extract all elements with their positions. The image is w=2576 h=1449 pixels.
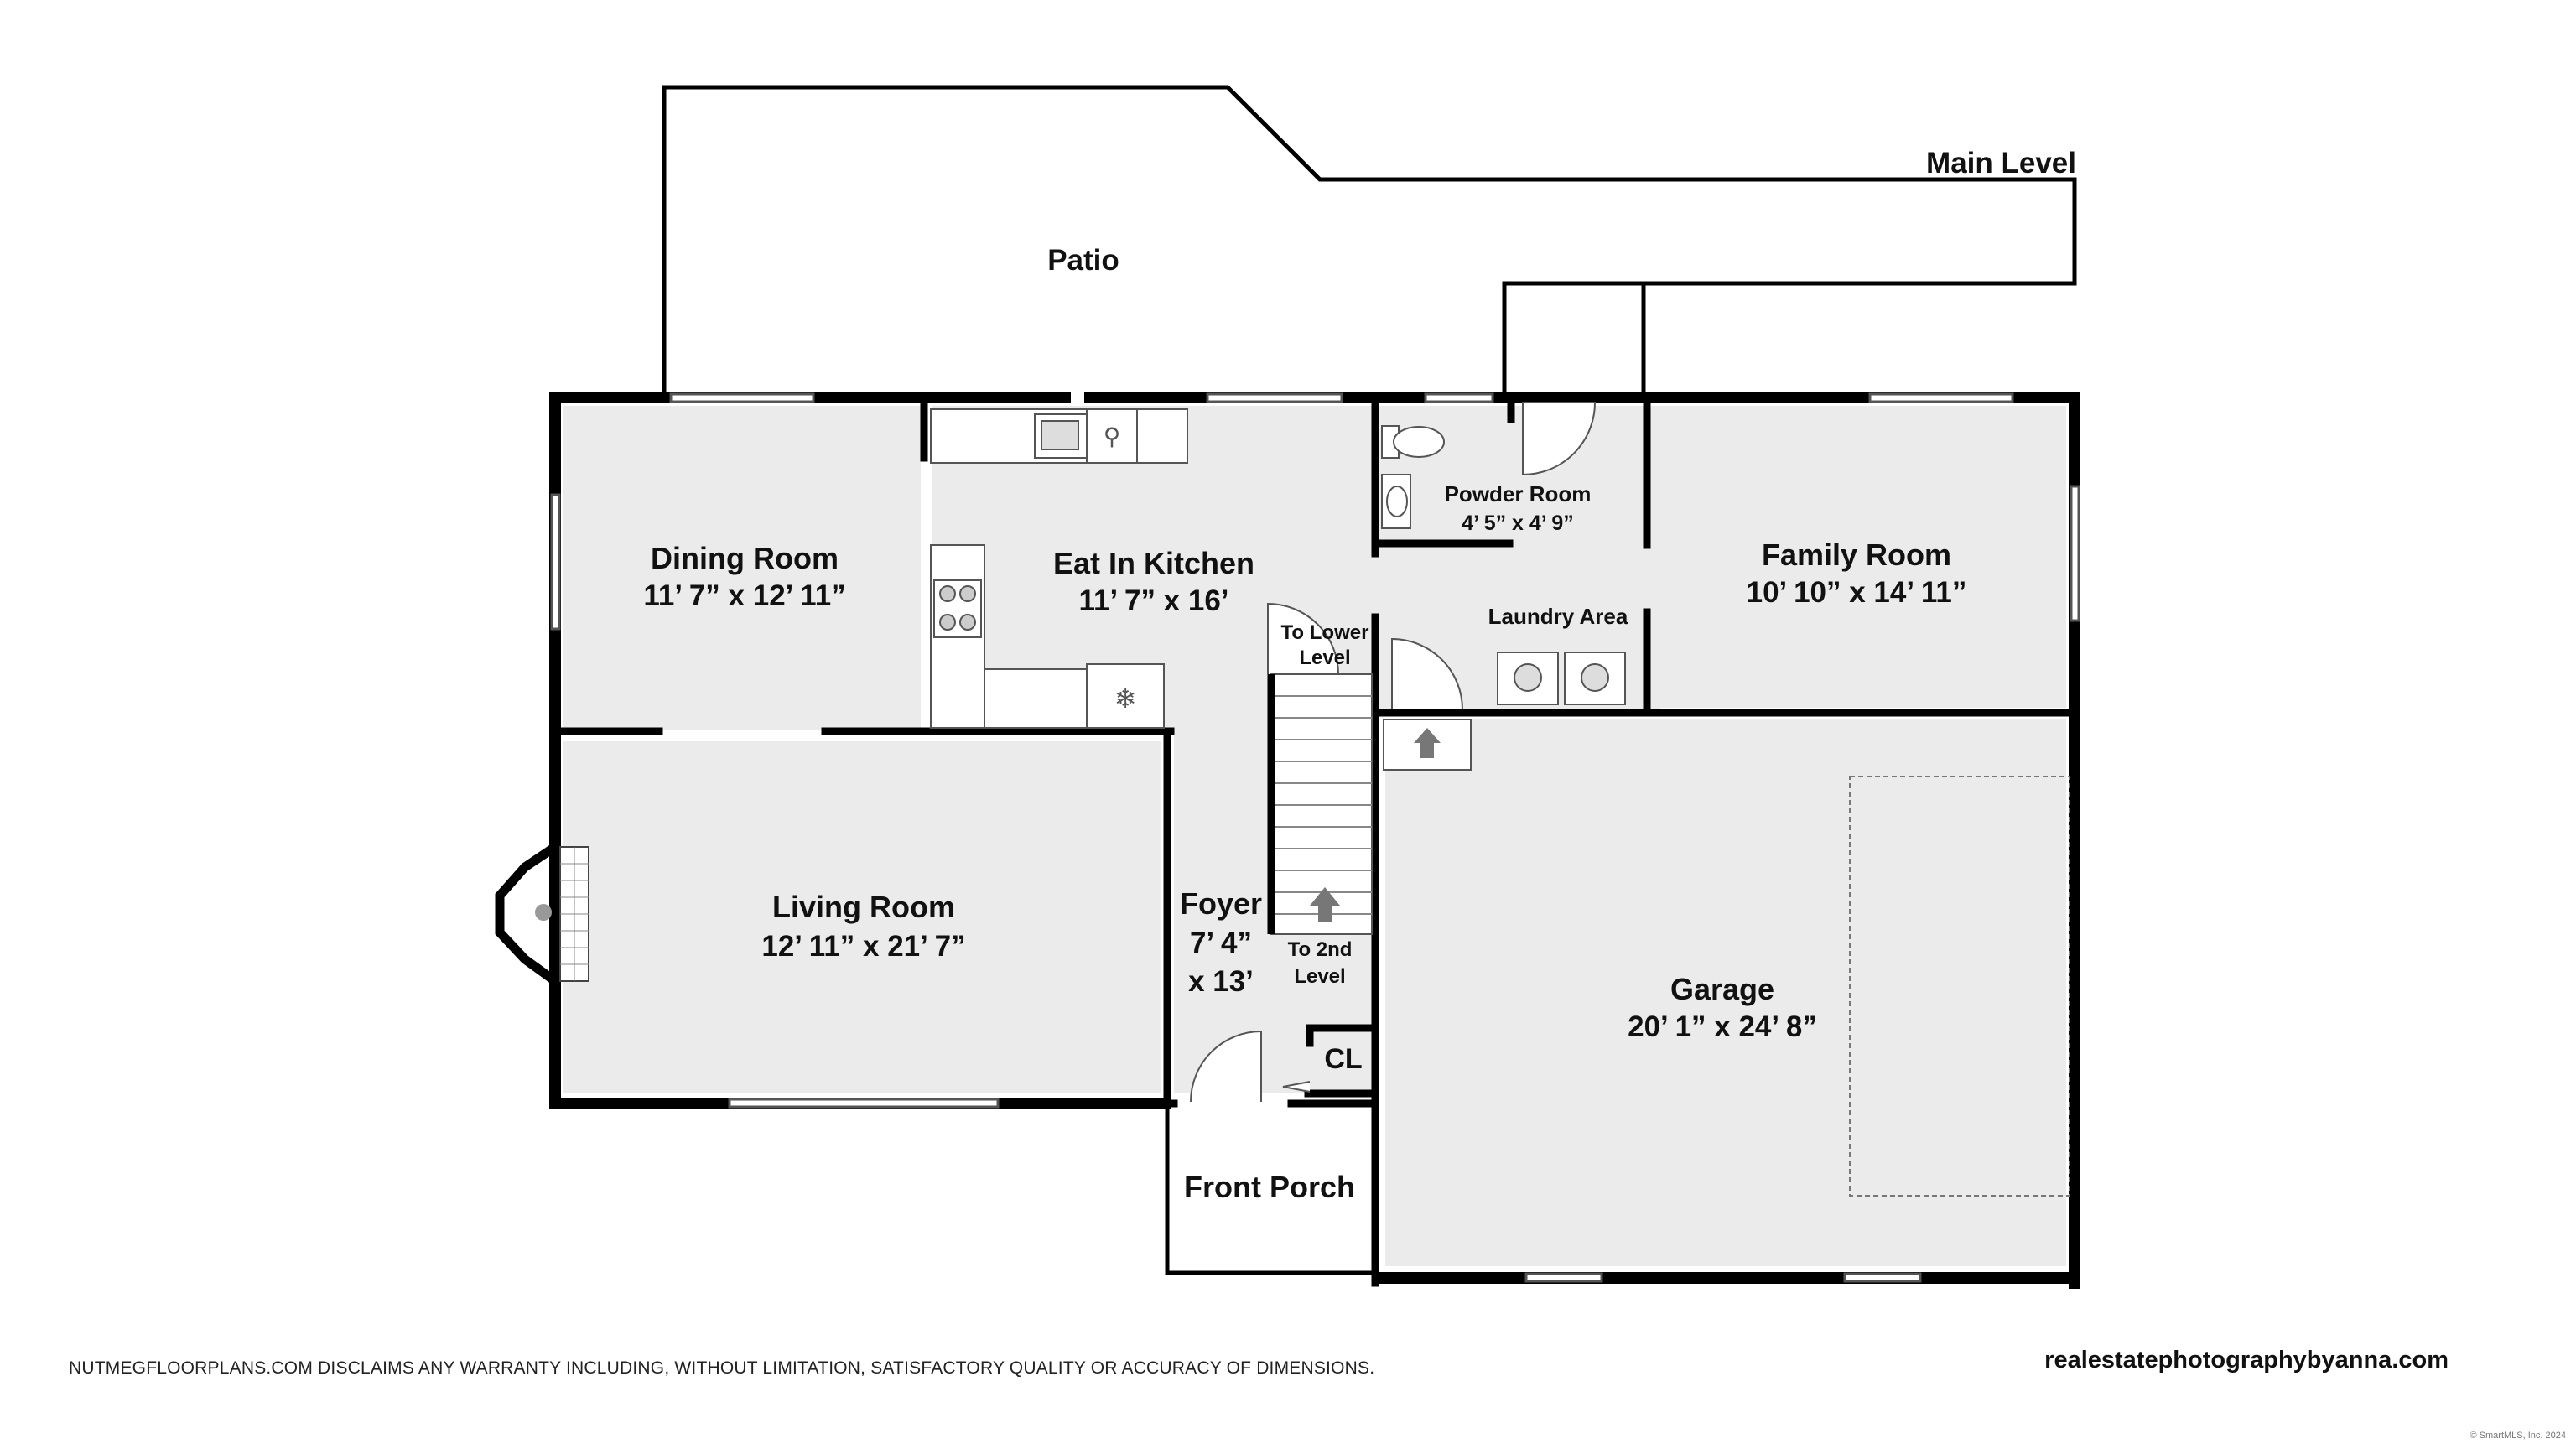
powder-room-dims: 4’ 5” x 4’ 9”	[1462, 512, 1573, 535]
lower-level-door	[1267, 602, 1339, 675]
closet-door	[1282, 1081, 1311, 1093]
kitchen-label: Eat In Kitchen	[1053, 546, 1254, 580]
front-porch-label: Front Porch	[1184, 1170, 1355, 1204]
arrow-up-icon	[1414, 728, 1441, 758]
stairs-lower-label-2: Level	[1299, 647, 1350, 669]
garage-floor	[1385, 719, 2066, 1266]
kitchen-fixtures	[930, 408, 1188, 729]
front-porch-outline	[1165, 1104, 1378, 1275]
powder-room-door	[1522, 402, 1597, 476]
garage-label: Garage	[1670, 972, 1774, 1006]
laundry-fixtures	[1497, 652, 1626, 705]
foyer-dims-2: x 13’	[1188, 965, 1254, 998]
front-door	[1190, 1030, 1262, 1103]
dining-room-floor	[564, 406, 921, 730]
living-room-floor	[564, 741, 1161, 1093]
powder-room-fixtures	[1381, 425, 1445, 529]
stairs-lower-label-1: To Lower	[1281, 621, 1369, 644]
foyer-dims-1: 7’ 4”	[1190, 927, 1252, 959]
toilet-icon	[1393, 426, 1445, 458]
refrigerator	[1086, 663, 1165, 729]
kitchen-dims: 11’ 7” x 16’	[1078, 584, 1228, 617]
family-room-label: Family Room	[1762, 538, 1951, 572]
sink-icon	[1386, 486, 1408, 517]
stairs	[1267, 673, 1373, 935]
foyer-label: Foyer	[1180, 886, 1262, 921]
disclaimer-text: NUTMEGFLOORPLANS.COM DISCLAIMS ANY WARRA…	[69, 1358, 1375, 1378]
family-room-dims: 10’ 10” x 14’ 11”	[1747, 576, 1967, 609]
sink-basin	[1041, 420, 1079, 450]
stairs-upper-label-2: Level	[1294, 965, 1345, 988]
garage-dims: 20’ 1” x 24’ 8”	[1628, 1010, 1817, 1043]
lower-counter	[984, 668, 1088, 729]
patio-label: Patio	[1047, 244, 1119, 277]
windows	[550, 392, 2080, 1283]
garage-door-outline	[1849, 776, 2070, 1197]
stairs-arrow-icon	[1310, 887, 1340, 922]
living-room-dims: 12’ 11” x 21’ 7”	[761, 930, 965, 963]
laundry-area-label: Laundry Area	[1488, 604, 1628, 629]
fire-icon	[535, 904, 552, 921]
dishwasher	[1086, 408, 1138, 464]
fireplace	[495, 843, 589, 985]
copyright-text: © SmartMLS, Inc. 2024	[2470, 1431, 2567, 1441]
dishwasher-icon: ⚲	[1104, 423, 1121, 449]
family-room-floor	[1647, 406, 2066, 708]
patio-outline	[662, 85, 2077, 399]
snowflake-icon: ❄	[1114, 683, 1137, 714]
closet-label: CL	[1324, 1043, 1362, 1075]
dining-room-label: Dining Room	[651, 541, 839, 575]
garage-entry-door	[1391, 637, 1463, 710]
website-link[interactable]: realestatephotographybyanna.com	[2044, 1347, 2449, 1374]
stairs-upper-label-1: To 2nd	[1288, 938, 1353, 961]
dining-room-dims: 11’ 7” x 12’ 11”	[643, 579, 845, 612]
level-label: Main Level	[1926, 147, 2076, 179]
living-room-label: Living Room	[772, 890, 955, 924]
doors	[1190, 402, 1597, 1103]
powder-room-label: Powder Room	[1445, 481, 1592, 506]
interior-walls	[551, 398, 2079, 1287]
